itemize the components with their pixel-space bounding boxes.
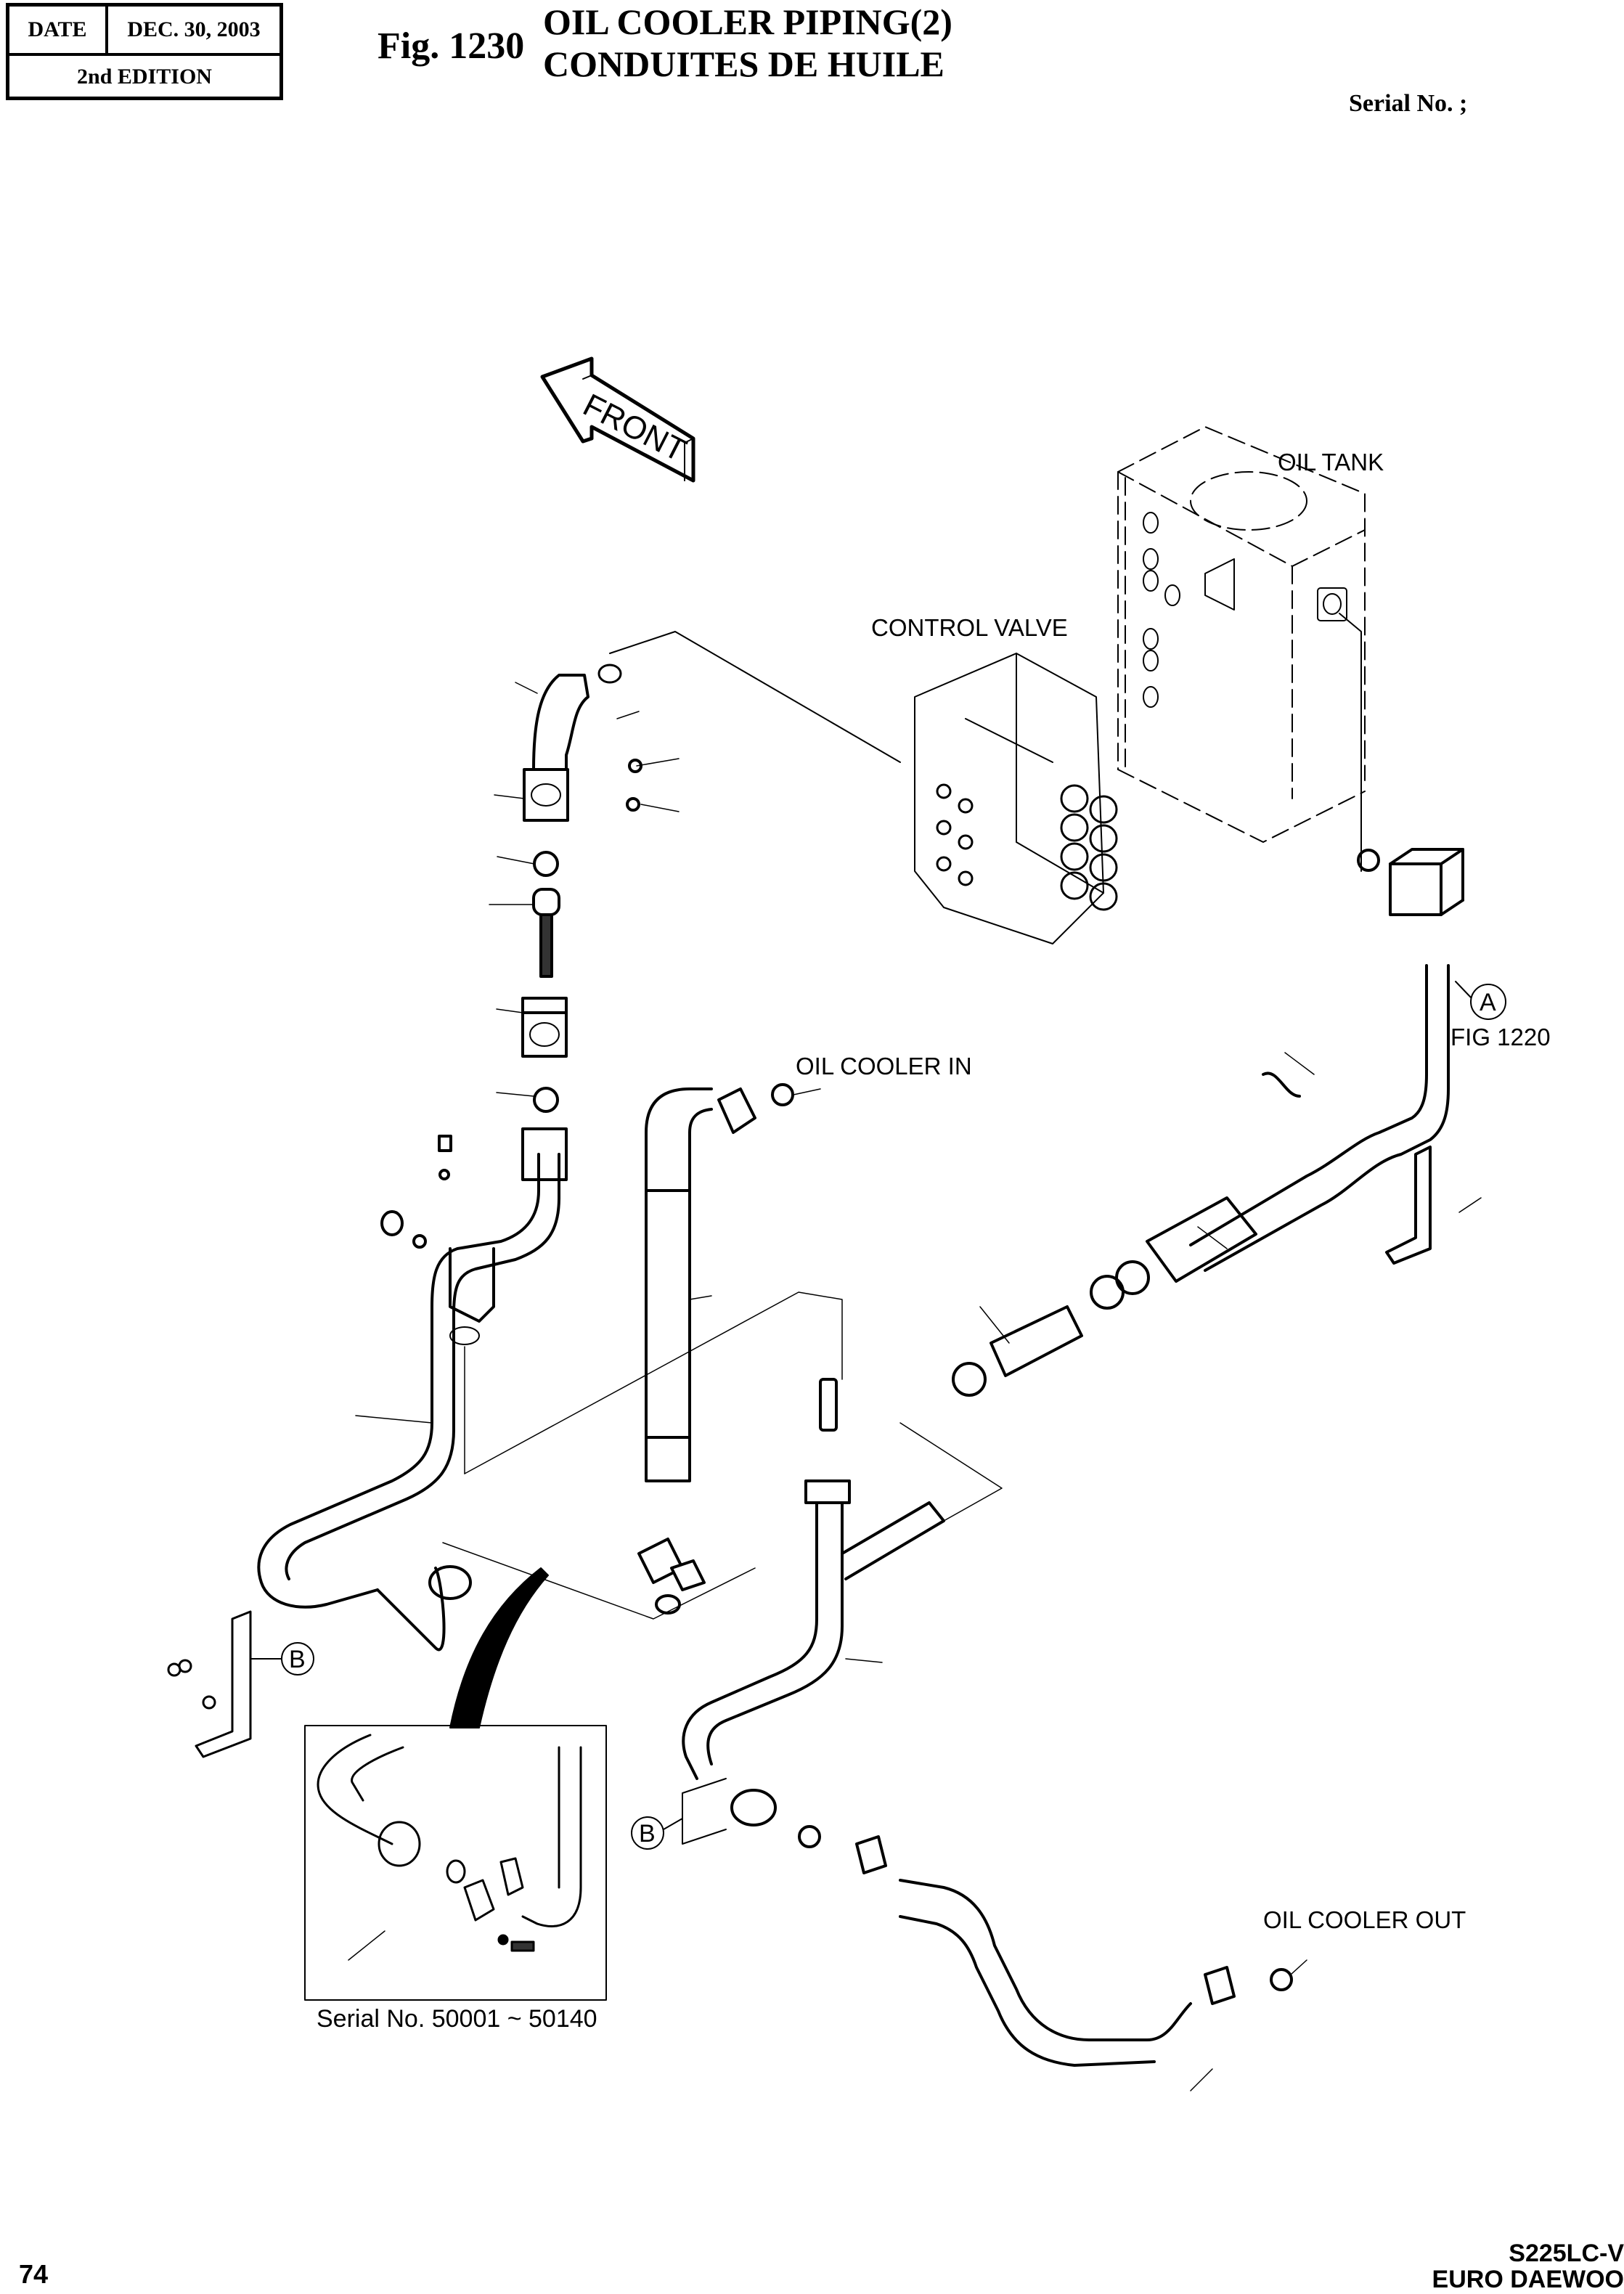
callout-b-right-letter: B — [639, 1820, 656, 1848]
edition-label: 2nd EDITION — [77, 65, 212, 89]
inset-box — [304, 1725, 607, 2001]
date-edition-box: DATE DEC. 30, 2003 2nd EDITION — [6, 3, 283, 100]
inset-flange-detail — [317, 1734, 582, 1952]
date-value: DEC. 30, 2003 — [127, 17, 261, 41]
fig-reference-label: FIG 1220 — [1450, 1024, 1551, 1050]
date-label: DATE — [9, 7, 108, 53]
oil-cooler-in-label: OIL COOLER IN — [796, 1053, 972, 1079]
control-valve — [914, 653, 1118, 944]
center-y-pipe — [682, 1378, 945, 1826]
inset-serial-caption: Serial No. 50001 ~ 50140 — [317, 2005, 597, 2033]
upper-left-elbow-assembly — [521, 664, 642, 1181]
callout-a-letter: A — [1480, 989, 1496, 1016]
oil-tank-fittings — [1143, 512, 1362, 872]
inset-pointer-arrow — [449, 1567, 549, 1728]
callout-b-left-letter: B — [289, 1646, 306, 1673]
brand-name: EURO DAEWOO — [1432, 2266, 1624, 2293]
model-name: S225LC-V — [1509, 2240, 1624, 2267]
front-direction-arrow: FRONT — [540, 356, 695, 483]
figure-number: Fig. 1230 — [378, 25, 525, 67]
oil-cooler-in-pipe — [637, 1083, 794, 1615]
oil-cooler-out-pipe — [798, 1825, 1293, 2067]
oil-tank — [1117, 426, 1366, 843]
page-title-french: CONDUITES DE HUILE — [543, 44, 944, 84]
page-number: 74 — [19, 2259, 49, 2289]
control-valve-label: CONTROL VALVE — [871, 614, 1068, 641]
oil-cooler-out-label: OIL COOLER OUT — [1263, 1906, 1466, 1933]
left-return-pipe — [257, 1135, 560, 1652]
callout-a: A — [1455, 981, 1506, 1020]
leader-line — [464, 1291, 843, 1474]
callout-b-left: B — [250, 1642, 314, 1675]
page-title: OIL COOLER PIPING(2) — [543, 1, 952, 42]
model-brand-block: S225LC-V EURO DAEWOO — [1432, 2240, 1624, 2293]
leader-line — [899, 1422, 1003, 1522]
leader-line — [609, 631, 901, 763]
callout-b-right: B — [631, 1778, 727, 1850]
oil-tank-label: OIL TANK — [1278, 449, 1384, 475]
part-leader-lines — [348, 682, 1482, 2091]
leader-line — [442, 1542, 756, 1620]
serial-number-label: Serial No. ; — [1349, 90, 1468, 117]
left-bracket-assembly — [167, 1610, 252, 1758]
right-cooler-pipe — [952, 848, 1464, 1397]
